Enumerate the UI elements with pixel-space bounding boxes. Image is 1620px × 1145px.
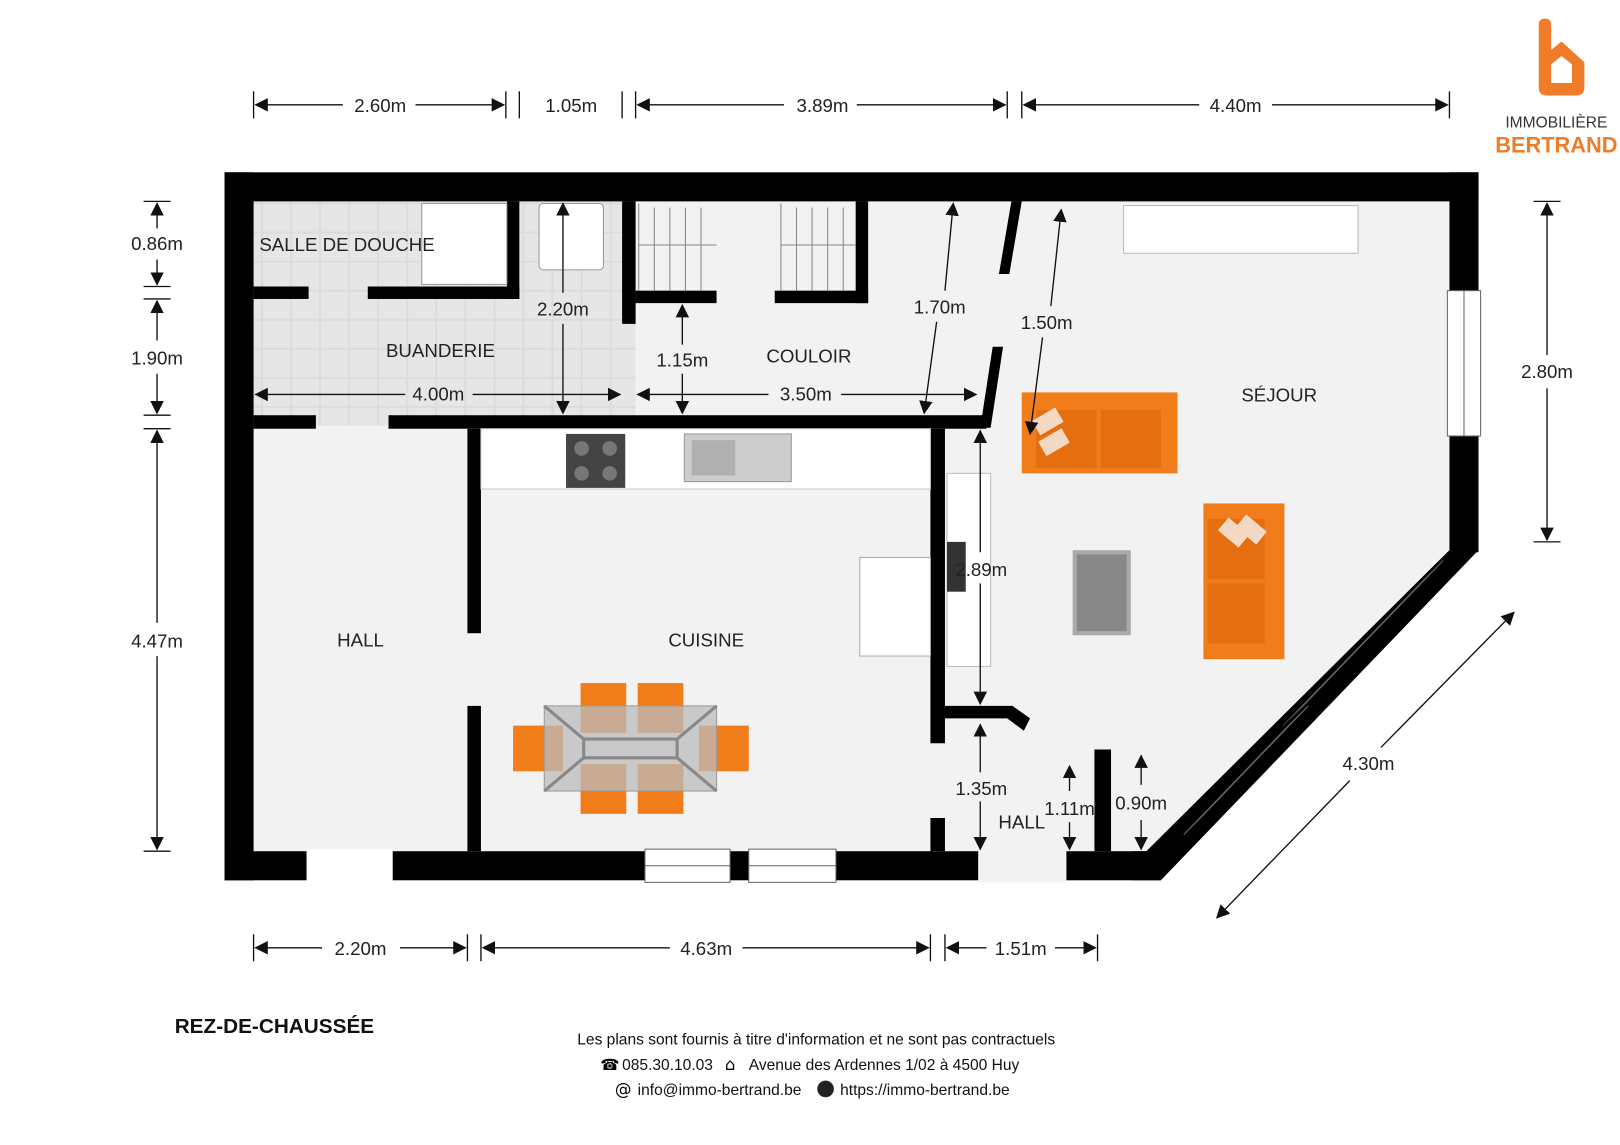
globe-icon xyxy=(817,1080,834,1098)
email-link[interactable]: info@immo-bertrand.be xyxy=(638,1082,802,1099)
interior-walls xyxy=(253,201,1112,852)
dim-289: 2.89m xyxy=(955,559,1007,580)
dim-400: 4.00m xyxy=(412,384,464,405)
room-buanderie: BUANDERIE xyxy=(386,340,495,361)
room-labels: SALLE DE DOUCHE BUANDERIE COULOIR SÉJOUR… xyxy=(259,234,1317,832)
plan-title: REZ-DE-CHAUSSÉE xyxy=(175,1015,375,1038)
at-icon: @ xyxy=(615,1080,632,1099)
dining-table xyxy=(513,683,749,814)
dim-top-3: 3.89m xyxy=(797,95,849,116)
dim-top-4: 4.40m xyxy=(1210,95,1262,116)
dim-left-2: 1.90m xyxy=(131,347,183,368)
stairs xyxy=(638,203,856,291)
dim-090: 0.90m xyxy=(1115,793,1167,814)
home-icon: ⌂ xyxy=(725,1055,736,1074)
address: Avenue des Ardennes 1/02 à 4500 Huy xyxy=(749,1057,1020,1074)
room-salle-de-douche: SALLE DE DOUCHE xyxy=(259,234,434,255)
dim-top-1: 2.60m xyxy=(354,95,406,116)
logo: IMMOBILIÈRE BERTRAND xyxy=(1495,18,1617,158)
dim-170: 1.70m xyxy=(914,296,966,317)
dim-220: 2.20m xyxy=(537,299,589,320)
room-hall: HALL xyxy=(337,630,384,651)
logo-line2: BERTRAND xyxy=(1495,133,1617,158)
dim-diag: 4.30m xyxy=(1343,753,1395,774)
dim-top-2: 1.05m xyxy=(545,95,597,116)
dim-right-1: 2.80m xyxy=(1521,361,1573,382)
cooktop xyxy=(566,433,626,488)
dim-111: 1.11m xyxy=(1044,798,1095,819)
logo-house-icon xyxy=(1538,18,1585,96)
logo-line1: IMMOBILIÈRE xyxy=(1505,113,1607,132)
openings xyxy=(306,290,1482,883)
room-cuisine: CUISINE xyxy=(668,630,744,651)
dim-left-1: 0.86m xyxy=(131,233,183,254)
room-sejour: SÉJOUR xyxy=(1241,385,1317,406)
dim-350: 3.50m xyxy=(780,384,832,405)
fixtures xyxy=(421,202,1359,814)
room-hall-small: HALL xyxy=(998,811,1045,832)
sofa-1 xyxy=(1021,392,1178,474)
coffee-table xyxy=(1072,550,1131,636)
toilet xyxy=(538,202,604,271)
fridge xyxy=(859,556,931,657)
dim-bottom-2: 4.63m xyxy=(680,938,732,959)
room-couloir: COULOIR xyxy=(766,345,851,366)
disclaimer: Les plans sont fournis à titre d'informa… xyxy=(577,1031,1055,1048)
dim-115: 1.15m xyxy=(656,349,708,370)
dim-150: 1.50m xyxy=(1021,312,1073,333)
phone-number: 085.30.10.03 xyxy=(622,1057,713,1074)
radiator xyxy=(1122,205,1359,254)
dim-135: 1.35m xyxy=(955,778,1007,799)
dim-left-3: 4.47m xyxy=(131,631,183,652)
dim-bottom-3: 1.51m xyxy=(995,938,1047,959)
sofa-2 xyxy=(1203,503,1285,660)
shower xyxy=(421,202,508,285)
dim-bottom-1: 2.20m xyxy=(335,938,387,959)
website-link[interactable]: https://immo-bertrand.be xyxy=(840,1082,1010,1099)
dimension-lines xyxy=(143,91,1561,962)
phone-icon: ☎ xyxy=(600,1056,619,1074)
dimension-labels: 2.60m 1.05m 3.89m 4.40m 0.86m 1.90m 4.47… xyxy=(131,95,1573,959)
